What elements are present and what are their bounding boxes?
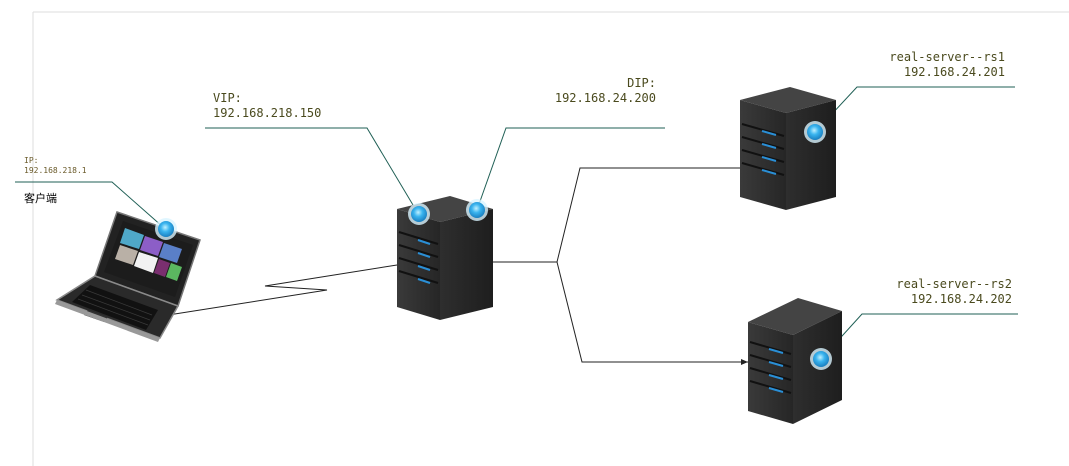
client-node-dot — [155, 218, 177, 240]
rs2-node-dot — [810, 348, 832, 370]
client-name: 客户端 — [24, 192, 57, 205]
client-ip-value: 192.168.218.1 — [24, 166, 87, 175]
rs1-server-icon — [740, 87, 836, 210]
rs1-name: real-server--rs1 — [889, 50, 1005, 64]
rs2-server-icon — [748, 298, 842, 424]
client-ip-callout — [15, 181, 164, 228]
client-to-director-link — [161, 264, 398, 317]
vip-node-dot — [408, 203, 430, 225]
rs1-callout — [816, 86, 1015, 131]
vip-label: VIP: — [213, 91, 242, 105]
rs1-node-dot — [804, 121, 826, 143]
rs2-ip: 192.168.24.202 — [910, 292, 1012, 306]
dip-node-dot — [466, 199, 488, 221]
laptop-icon — [55, 211, 201, 342]
director-server-icon — [397, 196, 493, 320]
vip-value: 192.168.218.150 — [213, 106, 322, 120]
rs1-ip: 192.168.24.201 — [903, 65, 1005, 79]
dip-value: 192.168.24.200 — [554, 91, 656, 105]
rs2-callout — [822, 313, 1018, 358]
rs2-name: real-server--rs2 — [896, 277, 1012, 291]
dip-label: DIP: — [627, 76, 656, 90]
client-ip-label: IP: — [24, 156, 39, 165]
dip-callout — [477, 127, 665, 208]
link-to-rs2 — [556, 261, 748, 365]
vip-callout — [205, 127, 417, 211]
link-to-rs1 — [556, 167, 740, 263]
